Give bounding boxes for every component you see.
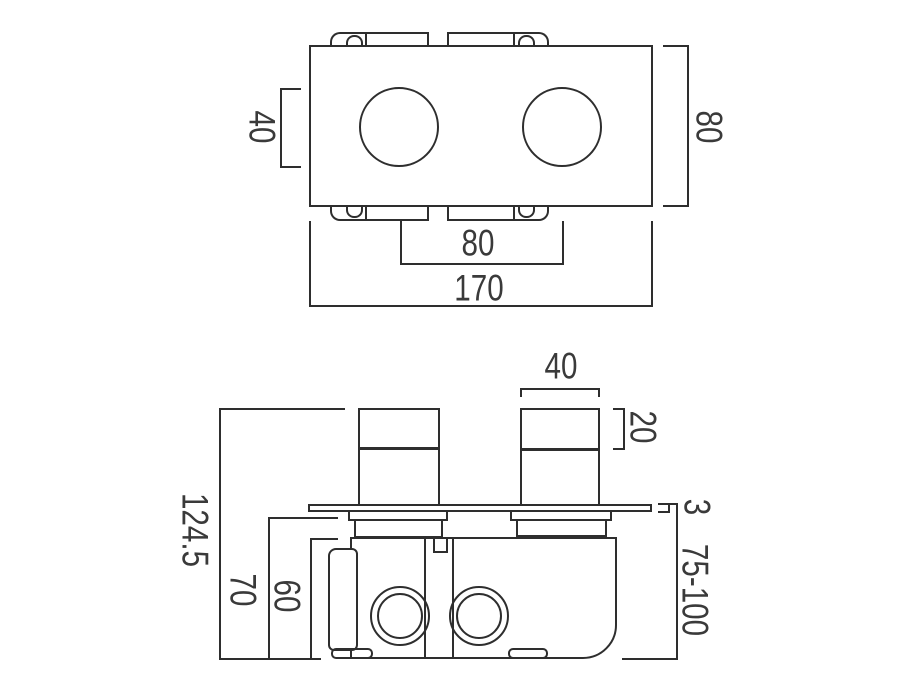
front-dim-40-tick-left	[520, 388, 522, 397]
plan-dim-40-tick-bottom	[280, 166, 301, 168]
plan-dim-80c-label: 80	[461, 222, 495, 264]
plan-bracket-top-right-divider	[513, 32, 515, 45]
plan-dim-40-tick-top	[280, 88, 301, 90]
plan-bracket-bottom-right-slot-icon	[518, 206, 535, 218]
plan-dim-170-line	[309, 305, 653, 307]
plan-knob-left	[359, 87, 439, 167]
front-dim-60-line	[310, 538, 312, 660]
plan-dim-80c-line	[400, 263, 564, 265]
plan-bracket-bottom-right	[447, 205, 549, 221]
plan-dim-80h-label: 80	[688, 110, 730, 144]
plan-bracket-bottom-left-slot-icon	[346, 206, 363, 218]
front-port-left-outer	[370, 586, 430, 646]
front-dim-75100-tick-bottom	[622, 658, 678, 660]
plan-bracket-top-right	[447, 32, 549, 47]
front-dim-124-label: 124.5	[174, 492, 216, 568]
front-foot-right	[508, 648, 548, 659]
front-dim-60-tick-top	[310, 538, 338, 540]
front-dim-20-tick-top	[613, 408, 625, 410]
plan-bracket-bottom-left-divider	[365, 207, 367, 220]
plan-dim-170-label: 170	[454, 267, 504, 309]
front-dim-20-line	[623, 408, 625, 450]
front-port-right-inner	[456, 593, 502, 639]
front-dim-70-line	[268, 517, 270, 660]
plan-bracket-top-left	[330, 32, 429, 47]
plan-dim-170-ext-right	[651, 221, 653, 307]
front-stem-left-split	[358, 447, 440, 450]
front-body-clip-tab	[433, 537, 448, 553]
front-dim-124-tick-top	[219, 408, 345, 410]
front-dim-60-label: 60	[266, 579, 308, 613]
front-dim-3-tick-bottom	[658, 511, 670, 513]
front-port-right-outer	[449, 586, 509, 646]
plan-dim-80h-line	[687, 45, 689, 207]
front-collar-right-body	[516, 520, 607, 538]
front-stem-right-split	[520, 448, 600, 451]
front-dim-20-tick-bottom	[613, 448, 625, 450]
front-dim-3-line	[668, 503, 670, 513]
front-dim-bottom-datum	[219, 658, 321, 660]
front-collar-right-flange	[510, 511, 612, 521]
plan-dim-80c-ext-right	[562, 221, 564, 265]
front-dim-40-tick-right	[598, 388, 600, 397]
front-stem-right	[520, 408, 600, 504]
front-collar-left-body	[354, 520, 443, 538]
plan-dim-40-label: 40	[241, 110, 283, 144]
front-dim-70-label: 70	[222, 573, 264, 607]
plan-bracket-bottom-right-divider	[513, 207, 515, 220]
front-dim-70-tick-top	[268, 517, 338, 519]
plan-bracket-top-left-slot-icon	[346, 35, 363, 47]
plan-bracket-bottom-left	[330, 205, 429, 221]
front-foot-left	[331, 648, 373, 659]
plan-dim-170-ext-left	[309, 221, 311, 307]
front-side-block	[328, 548, 358, 651]
front-body-inner-line-right	[452, 539, 454, 657]
front-dim-40-line	[520, 388, 600, 390]
plan-dim-40-line	[280, 88, 282, 168]
plan-dim-80h-tick-bottom	[663, 205, 689, 207]
front-stem-left	[358, 408, 440, 504]
front-dim-40-label: 40	[544, 345, 578, 387]
front-dim-20-label: 20	[622, 410, 664, 444]
front-collar-left-flange	[348, 511, 448, 521]
front-dim-75100-line	[676, 503, 678, 660]
front-dim-3-label: 3	[676, 498, 718, 516]
plan-dim-80h-tick-top	[663, 45, 689, 47]
plan-knob-right	[522, 87, 602, 167]
front-dim-124-line	[219, 408, 221, 660]
front-dim-75100-label: 75-100	[674, 543, 716, 637]
front-port-left-inner	[377, 593, 423, 639]
plan-dim-80c-ext-left	[400, 221, 402, 265]
plan-bracket-top-right-slot-icon	[518, 35, 535, 47]
plan-bracket-top-left-divider	[365, 32, 367, 45]
front-face-plate	[308, 504, 652, 512]
front-body-inner-line-left	[424, 539, 426, 657]
